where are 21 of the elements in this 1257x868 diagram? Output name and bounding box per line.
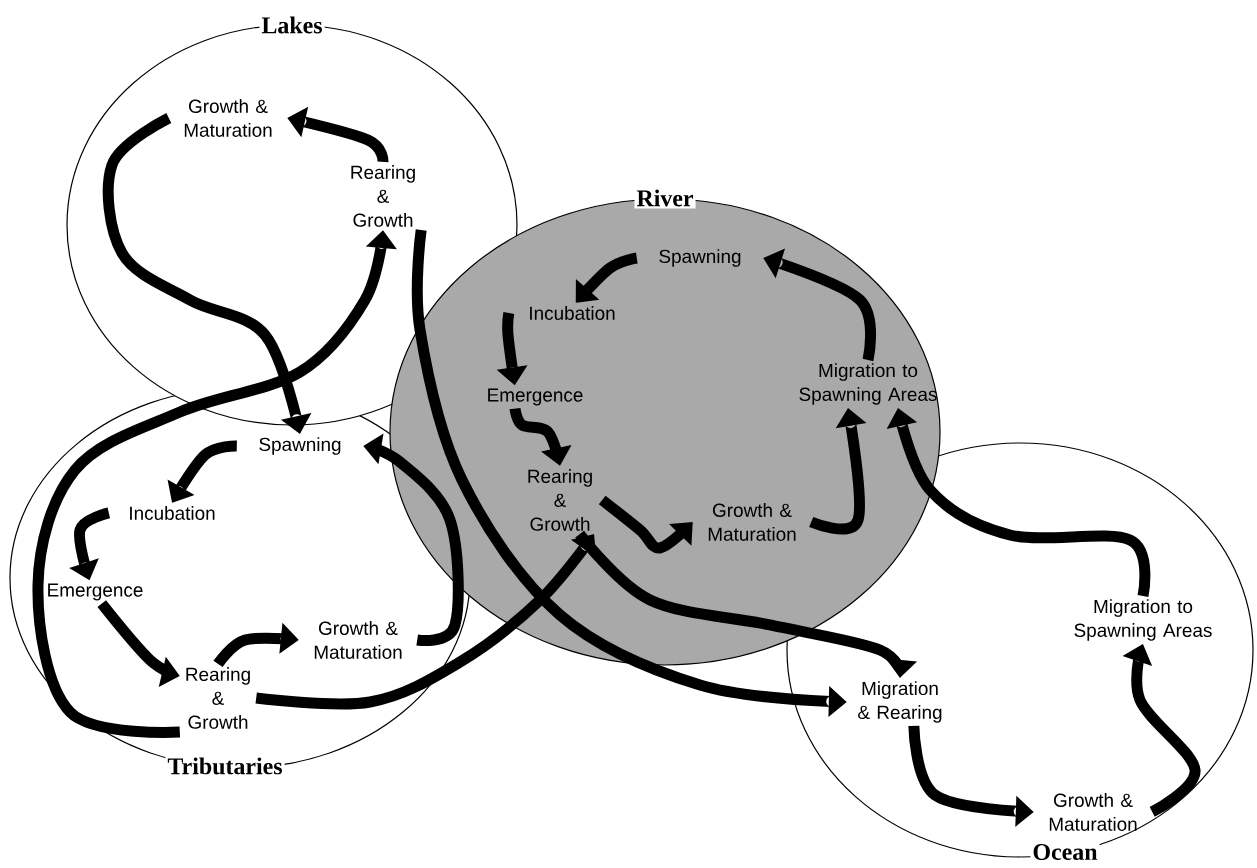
- stage-label: Emergence: [48, 583, 143, 601]
- stage-label: Incubation: [130, 506, 215, 520]
- stage-label: Migration & Rearing: [858, 681, 942, 723]
- arrow: [598, 495, 693, 554]
- stage-label: Migration to Spawning Areas: [1074, 599, 1212, 641]
- stage-label: Spawning: [259, 437, 341, 455]
- stage-label: Growth & Maturation: [184, 99, 272, 137]
- region-label: Ocean: [1030, 841, 1100, 862]
- stage-label: Growth & Maturation: [708, 503, 796, 541]
- stage-label: Spawning: [659, 249, 741, 267]
- stage-label: Growth & Maturation: [1049, 793, 1137, 831]
- arrow: [575, 252, 638, 303]
- stage-label: Rearing & Growth: [528, 469, 592, 531]
- stage-label: Rearing & Growth: [186, 667, 250, 729]
- stage-label: Emergence: [488, 388, 583, 406]
- region-label: Tributaries: [165, 755, 285, 777]
- stage-label: Growth & Maturation: [314, 621, 402, 659]
- region-label: Lakes: [259, 14, 325, 36]
- region-label: River: [634, 187, 696, 209]
- stage-label: Incubation: [530, 306, 615, 320]
- stage-label: Rearing & Growth: [351, 165, 415, 227]
